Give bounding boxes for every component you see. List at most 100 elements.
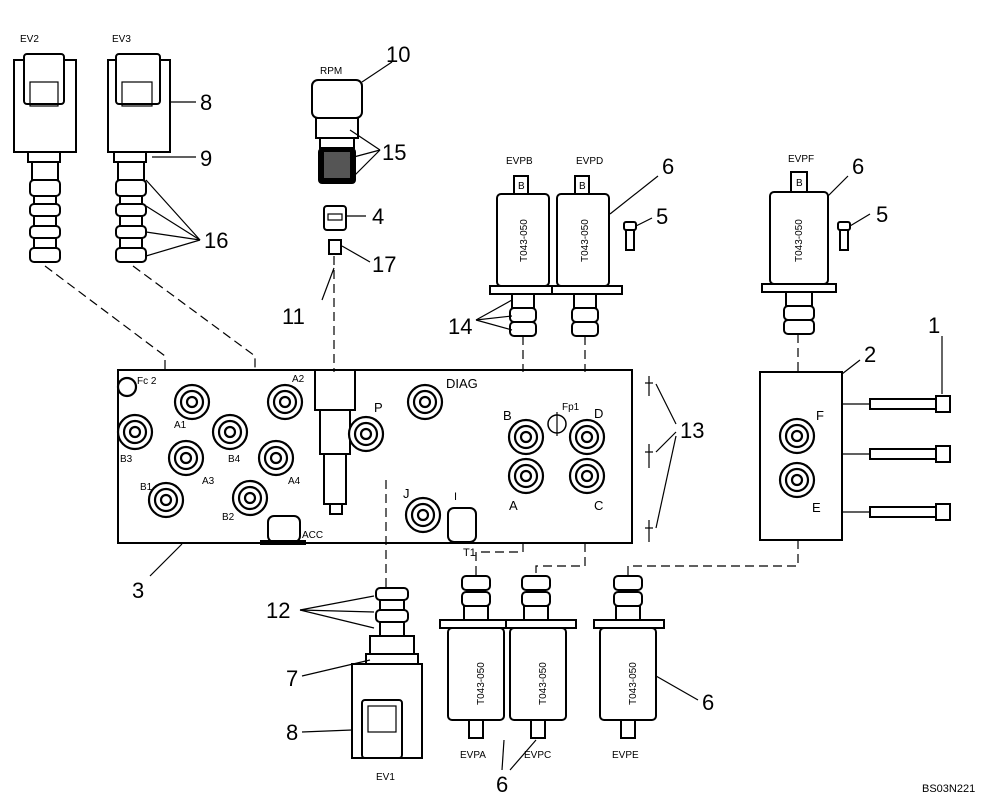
callout-17: 17 bbox=[372, 252, 396, 277]
label-fc2: Fc 2 bbox=[137, 376, 157, 387]
callout-13: 13 bbox=[680, 418, 704, 443]
coil-tab-evpf: B bbox=[796, 178, 803, 189]
callout-6-top: 6 bbox=[662, 154, 674, 179]
callout-12: 12 bbox=[266, 598, 290, 623]
port-p bbox=[347, 415, 385, 453]
callout-3: 3 bbox=[132, 578, 144, 603]
callout-15: 15 bbox=[382, 140, 406, 165]
port-c bbox=[568, 457, 606, 495]
label-d: D bbox=[594, 406, 603, 421]
callout-5-right: 5 bbox=[876, 202, 888, 227]
coil-tab-evpd: B bbox=[579, 181, 586, 192]
label-b2: B2 bbox=[222, 512, 235, 523]
coil-evpb: B T043-050 EVPB bbox=[489, 156, 557, 337]
port-a bbox=[507, 457, 545, 495]
screw-5-right bbox=[837, 221, 851, 251]
callout-5-left: 5 bbox=[656, 204, 668, 229]
port-b3 bbox=[116, 413, 154, 451]
label-diag: DIAG bbox=[446, 376, 478, 391]
label-a: A bbox=[509, 498, 518, 513]
label-evpb: EVPB bbox=[506, 156, 533, 167]
callout-4: 4 bbox=[372, 204, 384, 229]
coil-code-evpe: T043-050 bbox=[628, 662, 639, 705]
label-fp1: Fp1 bbox=[562, 402, 580, 413]
bolts bbox=[842, 395, 951, 521]
leader-lines bbox=[145, 61, 943, 771]
port-diag bbox=[406, 383, 444, 421]
label-j: J bbox=[403, 486, 410, 501]
port-a4 bbox=[257, 439, 295, 477]
screw-5-left bbox=[623, 221, 637, 251]
callout-1: 1 bbox=[928, 313, 940, 338]
label-i: I bbox=[454, 491, 457, 503]
port-b2 bbox=[231, 479, 269, 517]
label-a1: A1 bbox=[174, 420, 187, 431]
port-a2 bbox=[266, 383, 304, 421]
label-rpm: RPM bbox=[320, 66, 342, 77]
label-b4: B4 bbox=[228, 454, 241, 465]
label-p: P bbox=[374, 400, 383, 415]
port-b bbox=[507, 418, 545, 456]
callout-9: 9 bbox=[200, 146, 212, 171]
coil-evpc: T043-050 EVPC bbox=[505, 575, 577, 761]
label-a2: A2 bbox=[292, 374, 305, 385]
coil-tab-evpb: B bbox=[518, 181, 525, 192]
port-a3 bbox=[167, 439, 205, 477]
port-f bbox=[778, 417, 816, 455]
coil-code-evpb: T043-050 bbox=[519, 219, 530, 262]
port-a1 bbox=[173, 383, 211, 421]
label-ev3: EV3 bbox=[112, 34, 131, 45]
callout-6-bottom-right: 6 bbox=[702, 690, 714, 715]
coil-code-evpc: T043-050 bbox=[538, 662, 549, 705]
assembly-lines bbox=[44, 256, 799, 588]
label-a3: A3 bbox=[202, 476, 215, 487]
solenoid-ev2: EV2 bbox=[13, 34, 77, 263]
coil-code-evpd: T043-050 bbox=[580, 219, 591, 262]
coil-evpd: B T043-050 EVPD bbox=[551, 156, 623, 337]
label-a4: A4 bbox=[288, 476, 301, 487]
main-manifold: Fc 2 A1 A2 B3 B4 A3 A4 B1 B2 P DIAG J I … bbox=[116, 369, 633, 559]
label-b: B bbox=[503, 408, 512, 423]
callout-6-bottom: 6 bbox=[496, 772, 508, 797]
callout-8-top: 8 bbox=[200, 90, 212, 115]
label-evpa: EVPA bbox=[460, 750, 486, 761]
port-d bbox=[568, 418, 606, 456]
callout-7: 7 bbox=[286, 666, 298, 691]
solenoid-ev3: EV3 bbox=[107, 34, 171, 263]
label-ev2: EV2 bbox=[20, 34, 39, 45]
drawing-reference: BS03N221 bbox=[922, 783, 975, 795]
callout-10: 10 bbox=[386, 42, 410, 67]
label-acc: ACC bbox=[302, 530, 323, 541]
coil-evpe: T043-050 EVPE bbox=[593, 575, 665, 761]
label-f: F bbox=[816, 408, 824, 423]
callout-14: 14 bbox=[448, 314, 472, 339]
solenoid-ev1: EV1 bbox=[351, 587, 423, 783]
label-evpd: EVPD bbox=[576, 156, 603, 167]
coil-code-evpa: T043-050 bbox=[476, 662, 487, 705]
label-evpf: EVPF bbox=[788, 154, 814, 165]
label-ev1: EV1 bbox=[376, 772, 395, 783]
fitting-4 bbox=[323, 205, 347, 255]
pins bbox=[645, 376, 653, 542]
callout-2: 2 bbox=[864, 342, 876, 367]
callout-6-top-right: 6 bbox=[852, 154, 864, 179]
coil-evpa: T043-050 EVPA bbox=[439, 575, 511, 761]
label-t1: T1 bbox=[463, 547, 476, 559]
port-b1 bbox=[147, 481, 185, 519]
right-manifold: F E bbox=[759, 371, 843, 541]
callout-8-bottom: 8 bbox=[286, 720, 298, 745]
label-evpe: EVPE bbox=[612, 750, 639, 761]
label-b1: B1 bbox=[140, 482, 153, 493]
port-j bbox=[404, 496, 442, 534]
port-b4 bbox=[211, 413, 249, 451]
port-e bbox=[778, 461, 816, 499]
label-e: E bbox=[812, 500, 821, 515]
coil-evpf: B T043-050 EVPF bbox=[761, 154, 837, 335]
label-evpc: EVPC bbox=[524, 750, 551, 761]
rpm-valve: RPM bbox=[311, 66, 363, 184]
callout-11: 11 bbox=[282, 304, 305, 329]
callout-16: 16 bbox=[204, 228, 228, 253]
label-b3: B3 bbox=[120, 454, 133, 465]
label-c: C bbox=[594, 498, 603, 513]
